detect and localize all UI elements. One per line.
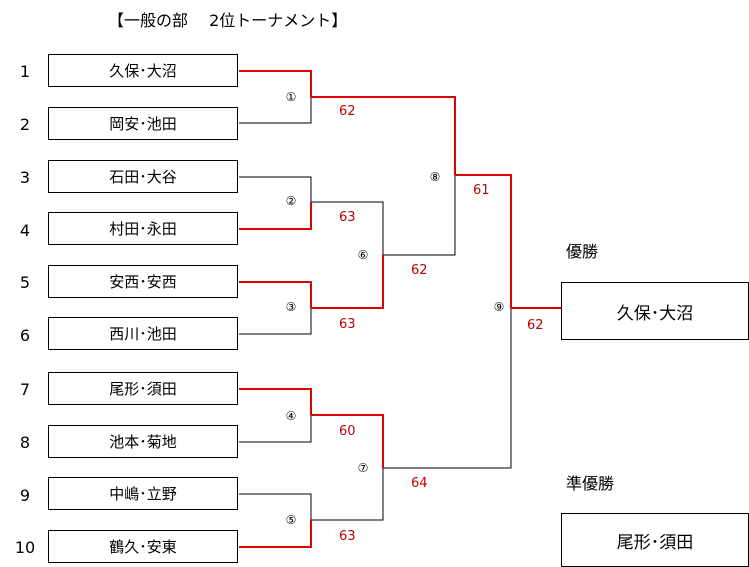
team-box-6: 西川･池田 [48,317,238,350]
team-box-5: 安西･安西 [48,265,238,298]
match-number-9: ⑨ [493,300,505,314]
seed-number: 9 [19,486,31,505]
match-score-9: 62 [527,318,544,333]
seed-number: 5 [19,273,31,292]
winner-line-m3 [311,255,384,309]
team-box-7: 尾形･須田 [48,372,238,405]
winner-line-team-4 [239,202,312,230]
bracket-line-m2-out [311,201,384,255]
winner-line-m8 [455,174,512,308]
champion-label: 優勝 [566,242,599,261]
team-box-10: 鶴久･安東 [48,530,238,563]
seed-number: 1 [19,62,31,81]
champion-box: 久保･大沼 [561,282,749,340]
runner-up-label: 準優勝 [566,474,615,493]
team-box-9: 中嶋･立野 [48,477,238,510]
bracket-line-m7-out [383,308,512,469]
match-number-4: ④ [285,409,297,423]
match-score-6: 62 [411,263,428,278]
winner-line-m4 [311,414,384,468]
match-score-3: 63 [339,317,356,332]
seed-number: 2 [19,115,31,134]
seed-number: 8 [19,433,31,452]
match-score-5: 63 [339,529,356,544]
team-box-8: 池本･菊地 [48,425,238,458]
seed-number: 7 [19,380,31,399]
winner-line-team-10 [239,520,312,548]
match-number-3: ③ [285,300,297,314]
winner-line-team-7 [239,388,312,415]
bracket-line-team-9 [239,493,312,520]
team-box-4: 村田･永田 [48,212,238,245]
seed-number: 10 [14,538,36,557]
winner-line-m1 [311,96,456,175]
match-number-6: ⑥ [357,248,369,262]
match-score-8: 61 [473,183,490,198]
bracket-line-m5-out [311,468,384,521]
team-box-3: 石田･大谷 [48,160,238,193]
bracket-line-team-3 [239,176,312,202]
team-box-2: 岡安･池田 [48,107,238,140]
match-number-8: ⑧ [429,170,441,184]
match-score-4: 60 [339,424,356,439]
seed-number: 4 [19,221,31,240]
team-box-1: 久保･大沼 [48,54,238,87]
seed-number: 3 [19,168,31,187]
runner-up-box: 尾形･須田 [561,513,749,567]
seed-number: 6 [19,326,31,345]
bracket-line-team-6 [239,308,312,335]
match-number-1: ① [285,90,297,104]
match-score-7: 64 [411,476,428,491]
page-title: 【一般の部 2位トーナメント】 [108,11,348,30]
match-number-2: ② [285,194,297,208]
bracket-line-team-2 [239,97,312,124]
match-number-5: ⑤ [285,513,297,527]
match-score-1: 62 [339,104,356,119]
match-score-2: 63 [339,210,356,225]
bracket-line-m6-out [383,175,456,256]
winner-line-team-1 [239,70,312,97]
winner-line-team-5 [239,281,312,308]
match-number-7: ⑦ [357,461,369,475]
bracket-line-team-8 [239,415,312,443]
